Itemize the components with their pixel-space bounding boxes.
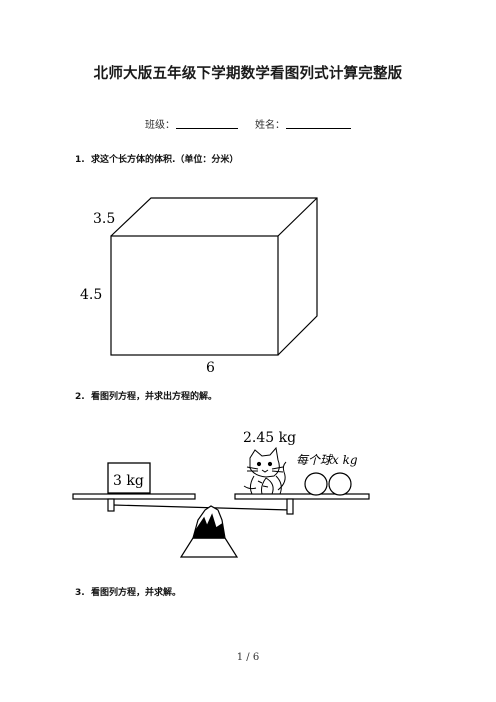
class-field[interactable] [176, 127, 238, 129]
balance-beam [112, 504, 291, 511]
question-2-number: 2. [75, 392, 85, 402]
question-1-number: 1. [75, 155, 85, 165]
name-field[interactable] [286, 127, 351, 129]
question-3-text: 看图列方程，并求解。 [90, 588, 181, 598]
weight-block [107, 462, 151, 494]
right-pan [234, 493, 370, 515]
fulcrum [179, 505, 239, 558]
question-2: 2. 看图列方程，并求出方程的解。 [75, 389, 217, 402]
class-label: 班级： [145, 120, 175, 131]
question-1: 1. 求这个长方体的体积.（单位：分米） [75, 152, 238, 165]
question-1-text: 求这个长方体的体积.（单位：分米） [90, 155, 239, 165]
cuboid-width-label: 6 [206, 360, 215, 376]
cat-icon [243, 446, 287, 495]
cuboid-height-label: 4.5 [80, 287, 102, 303]
document-title: 北师大版五年级下学期数学看图列式计算完整版 [93, 66, 403, 82]
cuboid-front-face [110, 235, 279, 356]
ball-1 [304, 472, 328, 496]
cat-weight-label: 2.45 kg [243, 430, 296, 446]
left-pan [72, 493, 196, 512]
ball-2 [328, 472, 352, 496]
question-3-number: 3. [75, 588, 85, 598]
weight-label: 3 kg [113, 473, 144, 489]
ball-weight-label: 每个球x kg [296, 453, 358, 467]
cuboid-depth-label: 3.5 [93, 211, 115, 227]
page-number: 1 / 6 [236, 652, 260, 663]
name-label: 姓名： [255, 120, 285, 131]
question-2-text: 看图列方程，并求出方程的解。 [90, 392, 217, 402]
cuboid-top-right-edge [277, 197, 318, 237]
question-3: 3. 看图列方程，并求解。 [75, 585, 181, 598]
